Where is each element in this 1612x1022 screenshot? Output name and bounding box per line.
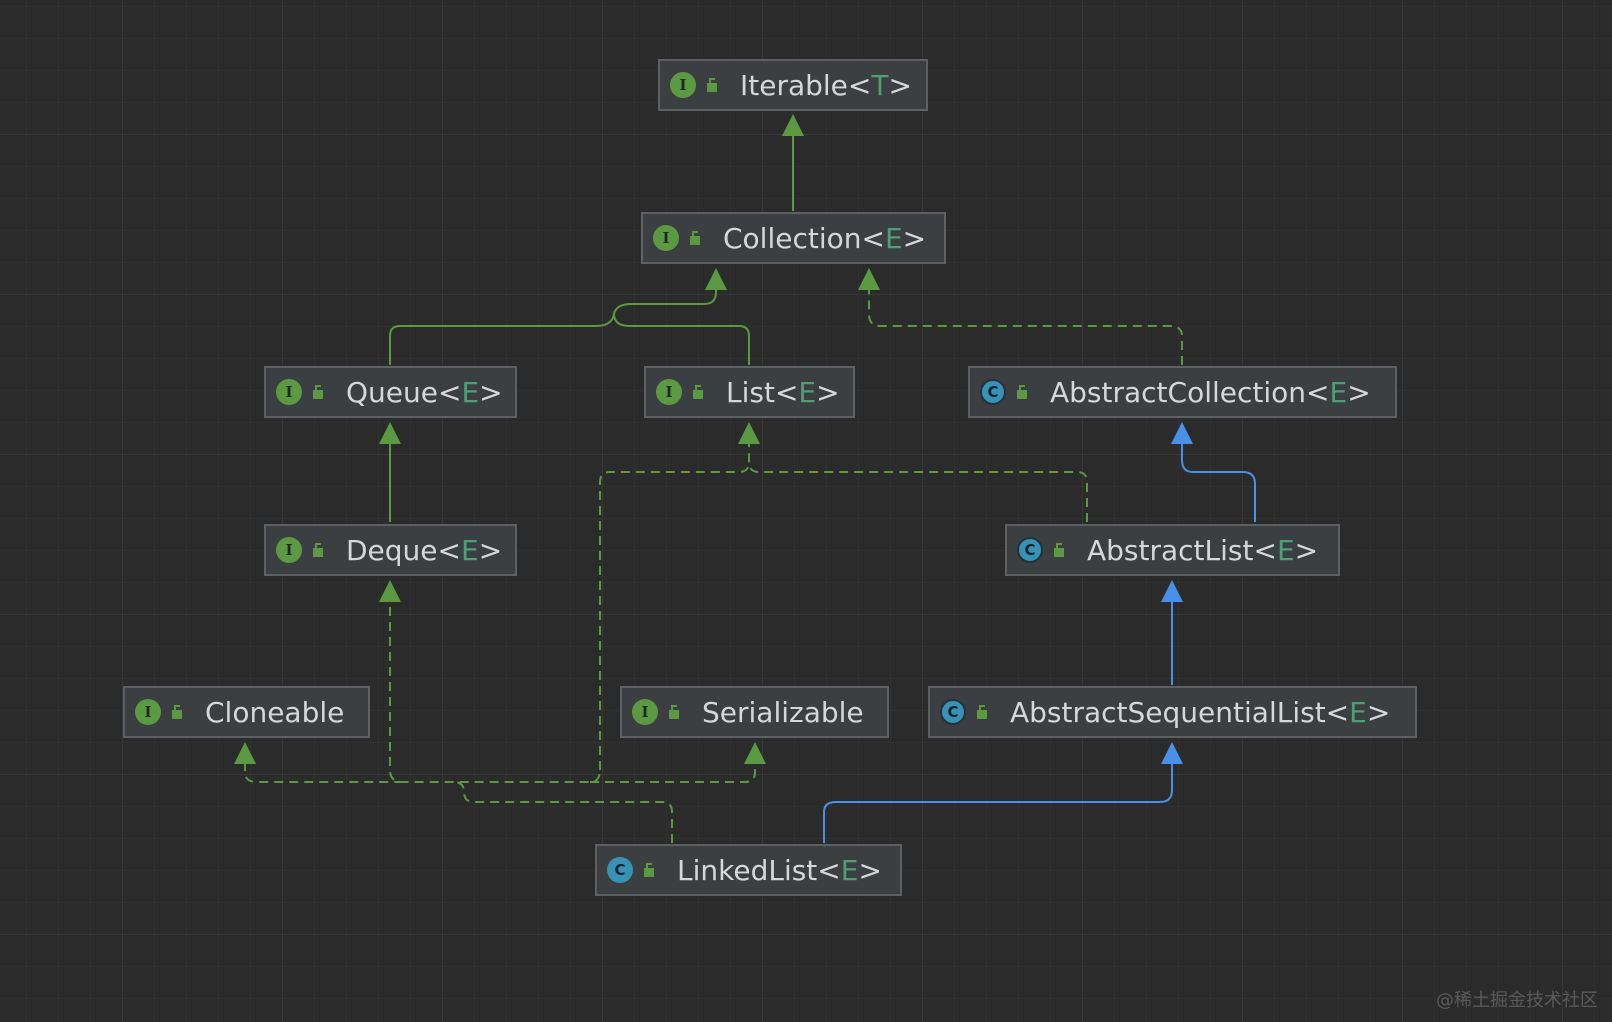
arrowhead-serializable	[744, 742, 766, 764]
generic-close: >	[1294, 533, 1319, 567]
arrowhead-abstractsequentiallist	[1161, 742, 1183, 764]
public-lock-icon	[172, 705, 182, 719]
edge-queue-collection	[389, 278, 717, 365]
arrowhead-deque	[379, 580, 401, 602]
node-name: LinkedList	[677, 853, 818, 887]
arrowhead-abstractlist	[1161, 580, 1183, 602]
edge-linkedlist-bus	[453, 781, 673, 843]
abstract-class-badge-icon: C	[1017, 537, 1043, 563]
arrowhead-queue	[379, 422, 401, 444]
generic-close: >	[902, 221, 927, 255]
type-param: E	[884, 221, 903, 255]
node-name: Deque	[346, 533, 438, 567]
edge-abstractlist-list	[748, 442, 1088, 522]
interface-badge-icon: I	[653, 225, 679, 251]
public-lock-icon	[313, 543, 323, 557]
node-cloneable[interactable]: I Cloneable	[123, 686, 370, 738]
public-lock-icon	[707, 78, 717, 92]
arrowhead-cloneable	[234, 742, 256, 764]
edge-linkedlist-deque	[389, 592, 601, 783]
node-name: Queue	[346, 375, 438, 409]
node-list[interactable]: I List<E>	[644, 366, 855, 418]
node-name: Collection	[723, 221, 862, 255]
arrowhead-collection-left	[705, 268, 727, 290]
interface-badge-icon: I	[632, 699, 658, 725]
node-collection[interactable]: I Collection<E>	[641, 212, 946, 264]
generic-close: >	[858, 853, 882, 887]
type-param: T	[871, 68, 889, 102]
node-abstract-collection[interactable]: C AbstractCollection<E>	[968, 366, 1397, 418]
public-lock-icon	[977, 705, 987, 719]
generic-open: <	[861, 221, 885, 255]
interface-badge-icon: I	[276, 537, 302, 563]
node-name: AbstractSequentialList	[1010, 695, 1326, 729]
generic-open: <	[437, 533, 462, 567]
type-param: E	[1349, 695, 1367, 729]
type-param: E	[798, 375, 817, 409]
generic-close: >	[888, 68, 912, 102]
public-lock-icon	[644, 863, 654, 877]
type-param: E	[1276, 533, 1295, 567]
public-lock-icon	[693, 385, 703, 399]
edge-linkedlist-cloneable	[244, 762, 402, 783]
generic-open: <	[1306, 375, 1330, 409]
public-lock-icon	[1017, 385, 1027, 399]
generic-open: <	[437, 375, 462, 409]
node-abstract-sequential-list[interactable]: C AbstractSequentialList<E>	[928, 686, 1417, 738]
arrowhead-collection-right	[858, 268, 880, 290]
type-param: E	[461, 533, 479, 567]
node-name: Serializable	[702, 695, 864, 729]
node-name: AbstractCollection	[1050, 375, 1307, 409]
arrowhead-abstractcollection	[1171, 422, 1193, 444]
type-param: E	[840, 853, 859, 887]
arrowhead-collection-iterable	[782, 114, 804, 136]
interface-badge-icon: I	[670, 72, 696, 98]
edge-linkedlist-abstractsequentiallist	[823, 750, 1173, 843]
watermark: @稀土掘金技术社区	[1436, 990, 1598, 1011]
public-lock-icon	[1054, 543, 1064, 557]
public-lock-icon	[313, 385, 323, 399]
node-name: Cloneable	[205, 695, 345, 729]
abstract-class-badge-icon: C	[980, 379, 1006, 405]
abstract-class-badge-icon: C	[940, 699, 966, 725]
node-deque[interactable]: I Deque<E>	[264, 524, 517, 576]
node-linked-list[interactable]: C LinkedList<E>	[595, 844, 902, 896]
edge-abstractlist-abstractcollection	[1181, 440, 1256, 522]
interface-badge-icon: I	[135, 699, 161, 725]
generic-close: >	[479, 375, 503, 409]
generic-open: <	[1325, 695, 1350, 729]
edge-linkedlist-serializable	[590, 762, 756, 783]
node-queue[interactable]: I Queue<E>	[264, 366, 517, 418]
interface-badge-icon: I	[656, 379, 682, 405]
node-name: AbstractList	[1087, 533, 1254, 567]
generic-open: <	[774, 375, 799, 409]
generic-close: >	[478, 533, 503, 567]
class-badge-icon: C	[607, 857, 633, 883]
generic-close: >	[1347, 375, 1371, 409]
generic-open: <	[847, 68, 872, 102]
generic-close: >	[1366, 695, 1391, 729]
node-name: List	[726, 375, 775, 409]
interface-badge-icon: I	[276, 379, 302, 405]
node-iterable[interactable]: I Iterable<T>	[658, 59, 928, 111]
generic-open: <	[1253, 533, 1277, 567]
arrowhead-list	[738, 422, 760, 444]
public-lock-icon	[669, 705, 679, 719]
type-param: E	[1329, 375, 1348, 409]
edge-abstractcollection-collection	[868, 288, 1183, 365]
node-abstract-list[interactable]: C AbstractList<E>	[1005, 524, 1340, 576]
public-lock-icon	[690, 231, 700, 245]
node-serializable[interactable]: I Serializable	[620, 686, 889, 738]
type-param: E	[461, 375, 480, 409]
node-name: Iterable	[740, 68, 848, 102]
generic-open: <	[817, 853, 841, 887]
generic-close: >	[816, 375, 840, 409]
edge-list-collection	[613, 313, 750, 365]
